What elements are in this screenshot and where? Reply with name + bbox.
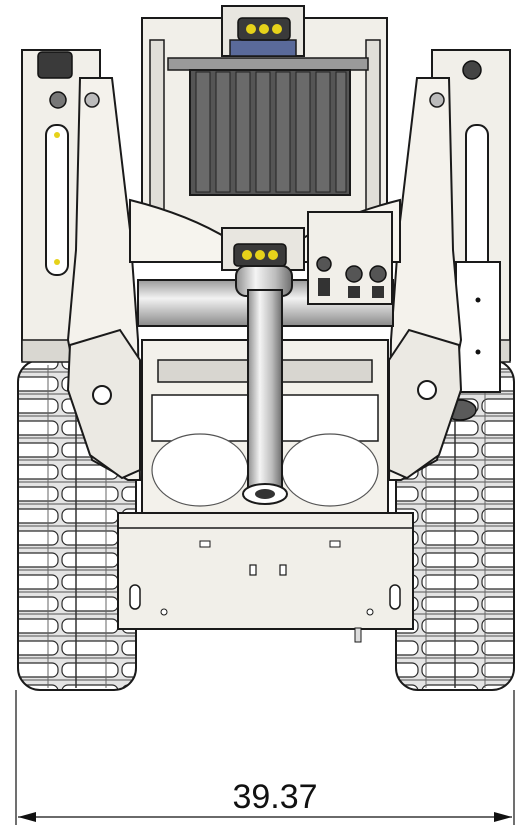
coupler-icon xyxy=(345,265,363,283)
arrowhead-left-icon xyxy=(18,812,36,822)
coupler-icon xyxy=(369,265,387,283)
width-dimension: 39.37 xyxy=(15,690,515,825)
center-indicator xyxy=(221,227,305,271)
coupler-icon xyxy=(316,256,332,272)
center-indicator-light-icon xyxy=(268,250,278,260)
right-cap-icon xyxy=(462,60,482,80)
top-indicator-light-icon xyxy=(272,24,282,34)
cab-frame xyxy=(141,5,388,239)
dimension-value: 39.37 xyxy=(232,778,317,816)
center-indicator-light-icon xyxy=(255,250,265,260)
right-lift-arm xyxy=(387,77,463,481)
center-indicator-light-icon xyxy=(242,250,252,260)
tilt-cylinder xyxy=(235,265,293,505)
top-indicator-light-icon xyxy=(246,24,256,34)
arrowhead-right-icon xyxy=(494,812,512,822)
top-indicator-light-icon xyxy=(259,24,269,34)
hydraulic-coupler-block xyxy=(307,211,393,305)
left-cap-icon xyxy=(37,51,73,79)
left-lift-arm xyxy=(66,77,142,481)
quick-attach-plate xyxy=(117,512,414,643)
